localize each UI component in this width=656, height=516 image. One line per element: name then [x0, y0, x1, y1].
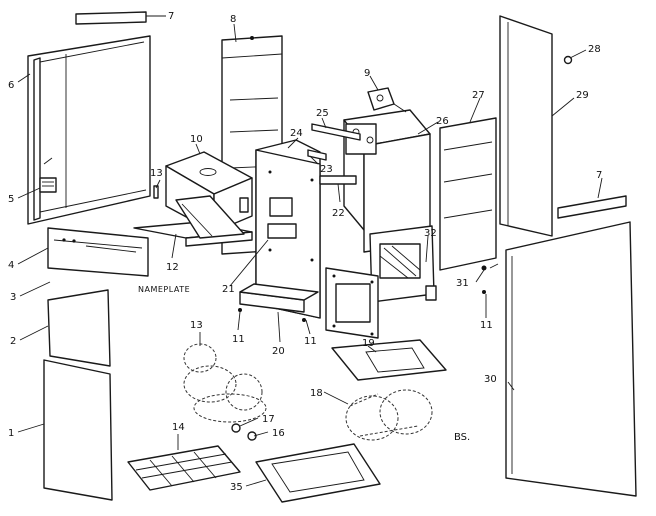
part-7-side-strip [557, 195, 627, 219]
label-8: 8 [230, 14, 236, 25]
part-7-top-strip [75, 11, 147, 25]
label-1: 1 [8, 428, 14, 439]
part-labels: 7 6 8 5 13 10 4 3 2 1 12 NAMEPLATE 21 11… [8, 11, 602, 493]
part-19-filter-frame [331, 339, 447, 381]
label-29: 29 [576, 90, 589, 101]
label-5: 5 [8, 194, 14, 205]
part-31-fastener [481, 263, 499, 271]
part-6-left-side-panel [27, 35, 151, 225]
part-24-bulkhead-panel [255, 139, 321, 319]
label-22: 22 [332, 208, 345, 219]
part-16-17-fittings [231, 423, 257, 441]
label-18: 18 [310, 388, 323, 399]
label-2: 2 [10, 336, 16, 347]
label-31: 31 [456, 278, 469, 289]
part-29-right-side-frame [499, 15, 553, 237]
label-17: 17 [262, 414, 275, 425]
label-28: 28 [588, 44, 601, 55]
part-27-partition-panel [439, 117, 497, 271]
label-7-right: 7 [596, 170, 602, 181]
part-14-burner-grid [127, 445, 241, 491]
part-32-blower-assembly [369, 225, 437, 303]
label-13-upper: 13 [150, 168, 163, 179]
label-12: 12 [166, 262, 179, 273]
label-7-top: 7 [168, 11, 174, 22]
part-9-limit-switch [367, 87, 407, 113]
label-11-left: 11 [232, 334, 245, 345]
label-30: 30 [484, 374, 497, 385]
label-23: 23 [320, 164, 333, 175]
part-13-pin-upper [153, 185, 159, 199]
label-26: 26 [436, 116, 449, 127]
part-4-control-panel [47, 227, 149, 277]
part-11-screws [238, 290, 486, 322]
part-30-right-side-panel [505, 221, 637, 497]
label-20: 20 [272, 346, 285, 357]
part-13-blower-motor-dashed [183, 343, 267, 423]
label-19: 19 [362, 338, 375, 349]
part-1-lower-door [43, 359, 113, 501]
label-24: 24 [290, 128, 303, 139]
part-21-collector-box [325, 267, 379, 339]
label-4: 4 [8, 260, 14, 271]
label-11-right: 11 [480, 320, 493, 331]
part-18-blower-dashed [345, 389, 433, 441]
label-21: 21 [222, 284, 235, 295]
label-6: 6 [8, 80, 14, 91]
leader-lines [17, 15, 603, 487]
label-25: 25 [316, 108, 329, 119]
label-code: BS. [454, 432, 470, 443]
label-10: 10 [190, 134, 203, 145]
label-27: 27 [472, 90, 485, 101]
part-2-filter-panel [47, 289, 111, 367]
label-32: 32 [424, 228, 437, 239]
label-nameplate: NAMEPLATE [138, 285, 190, 294]
label-14: 14 [172, 422, 185, 433]
label-16: 16 [272, 428, 285, 439]
part-25-tube [311, 123, 361, 141]
label-13-lower: 13 [190, 320, 203, 331]
label-9: 9 [364, 68, 370, 79]
part-20-bracket [239, 283, 319, 313]
part-5-bracket [39, 157, 57, 193]
label-11-mid: 11 [304, 336, 317, 347]
part-12-burner-shelf [133, 195, 253, 247]
part-28-screw [563, 55, 573, 65]
part-35-base-pan [255, 443, 381, 503]
label-3: 3 [10, 292, 16, 303]
part-26-draft-housing [343, 109, 431, 253]
label-35: 35 [230, 482, 243, 493]
